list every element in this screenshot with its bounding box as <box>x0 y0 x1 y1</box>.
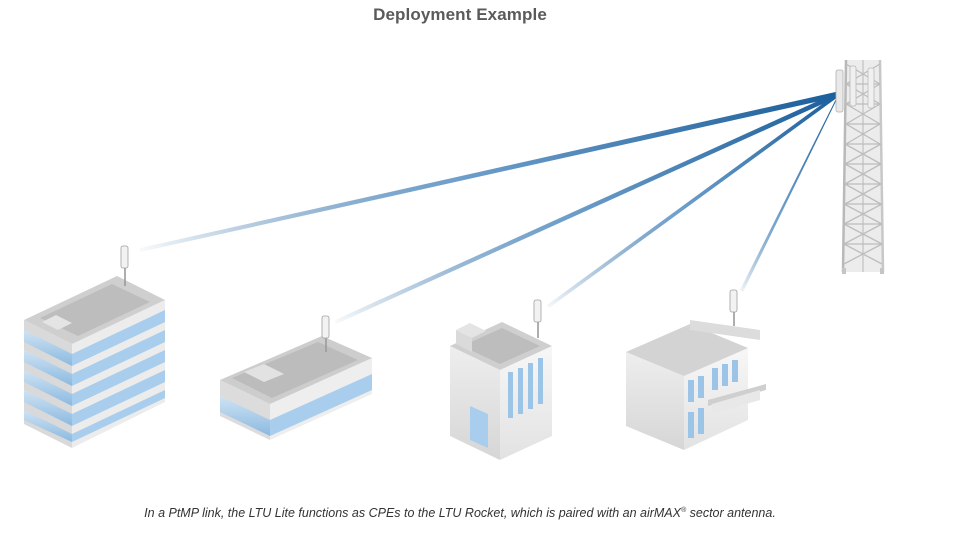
building-1 <box>24 245 165 448</box>
link-beam-1 <box>140 91 840 252</box>
sector-antenna-icon <box>835 65 875 113</box>
building-3 <box>450 299 552 460</box>
building-3-windows <box>508 358 543 418</box>
cpe-antenna-icon <box>321 315 330 352</box>
caption-text: In a PtMP link, the LTU Lite functions a… <box>144 506 681 520</box>
diagram-caption: In a PtMP link, the LTU Lite functions a… <box>0 506 920 520</box>
cpe-antenna-icon <box>120 245 129 286</box>
link-beam-4 <box>740 91 840 292</box>
trademark-symbol: ® <box>680 506 687 514</box>
building-4 <box>626 289 766 450</box>
caption-text-end: sector antenna. <box>686 506 776 520</box>
building-1-floors <box>24 310 165 442</box>
wireless-links <box>140 91 840 324</box>
building-2 <box>220 315 372 440</box>
link-beam-3 <box>547 91 840 308</box>
link-beam-2 <box>335 91 840 324</box>
cpe-antenna-icon <box>533 299 542 338</box>
building-4-windows <box>688 360 738 438</box>
tower <box>835 59 885 274</box>
diagram-title: Deployment Example <box>373 5 547 24</box>
cpe-antenna-icon <box>729 289 738 326</box>
